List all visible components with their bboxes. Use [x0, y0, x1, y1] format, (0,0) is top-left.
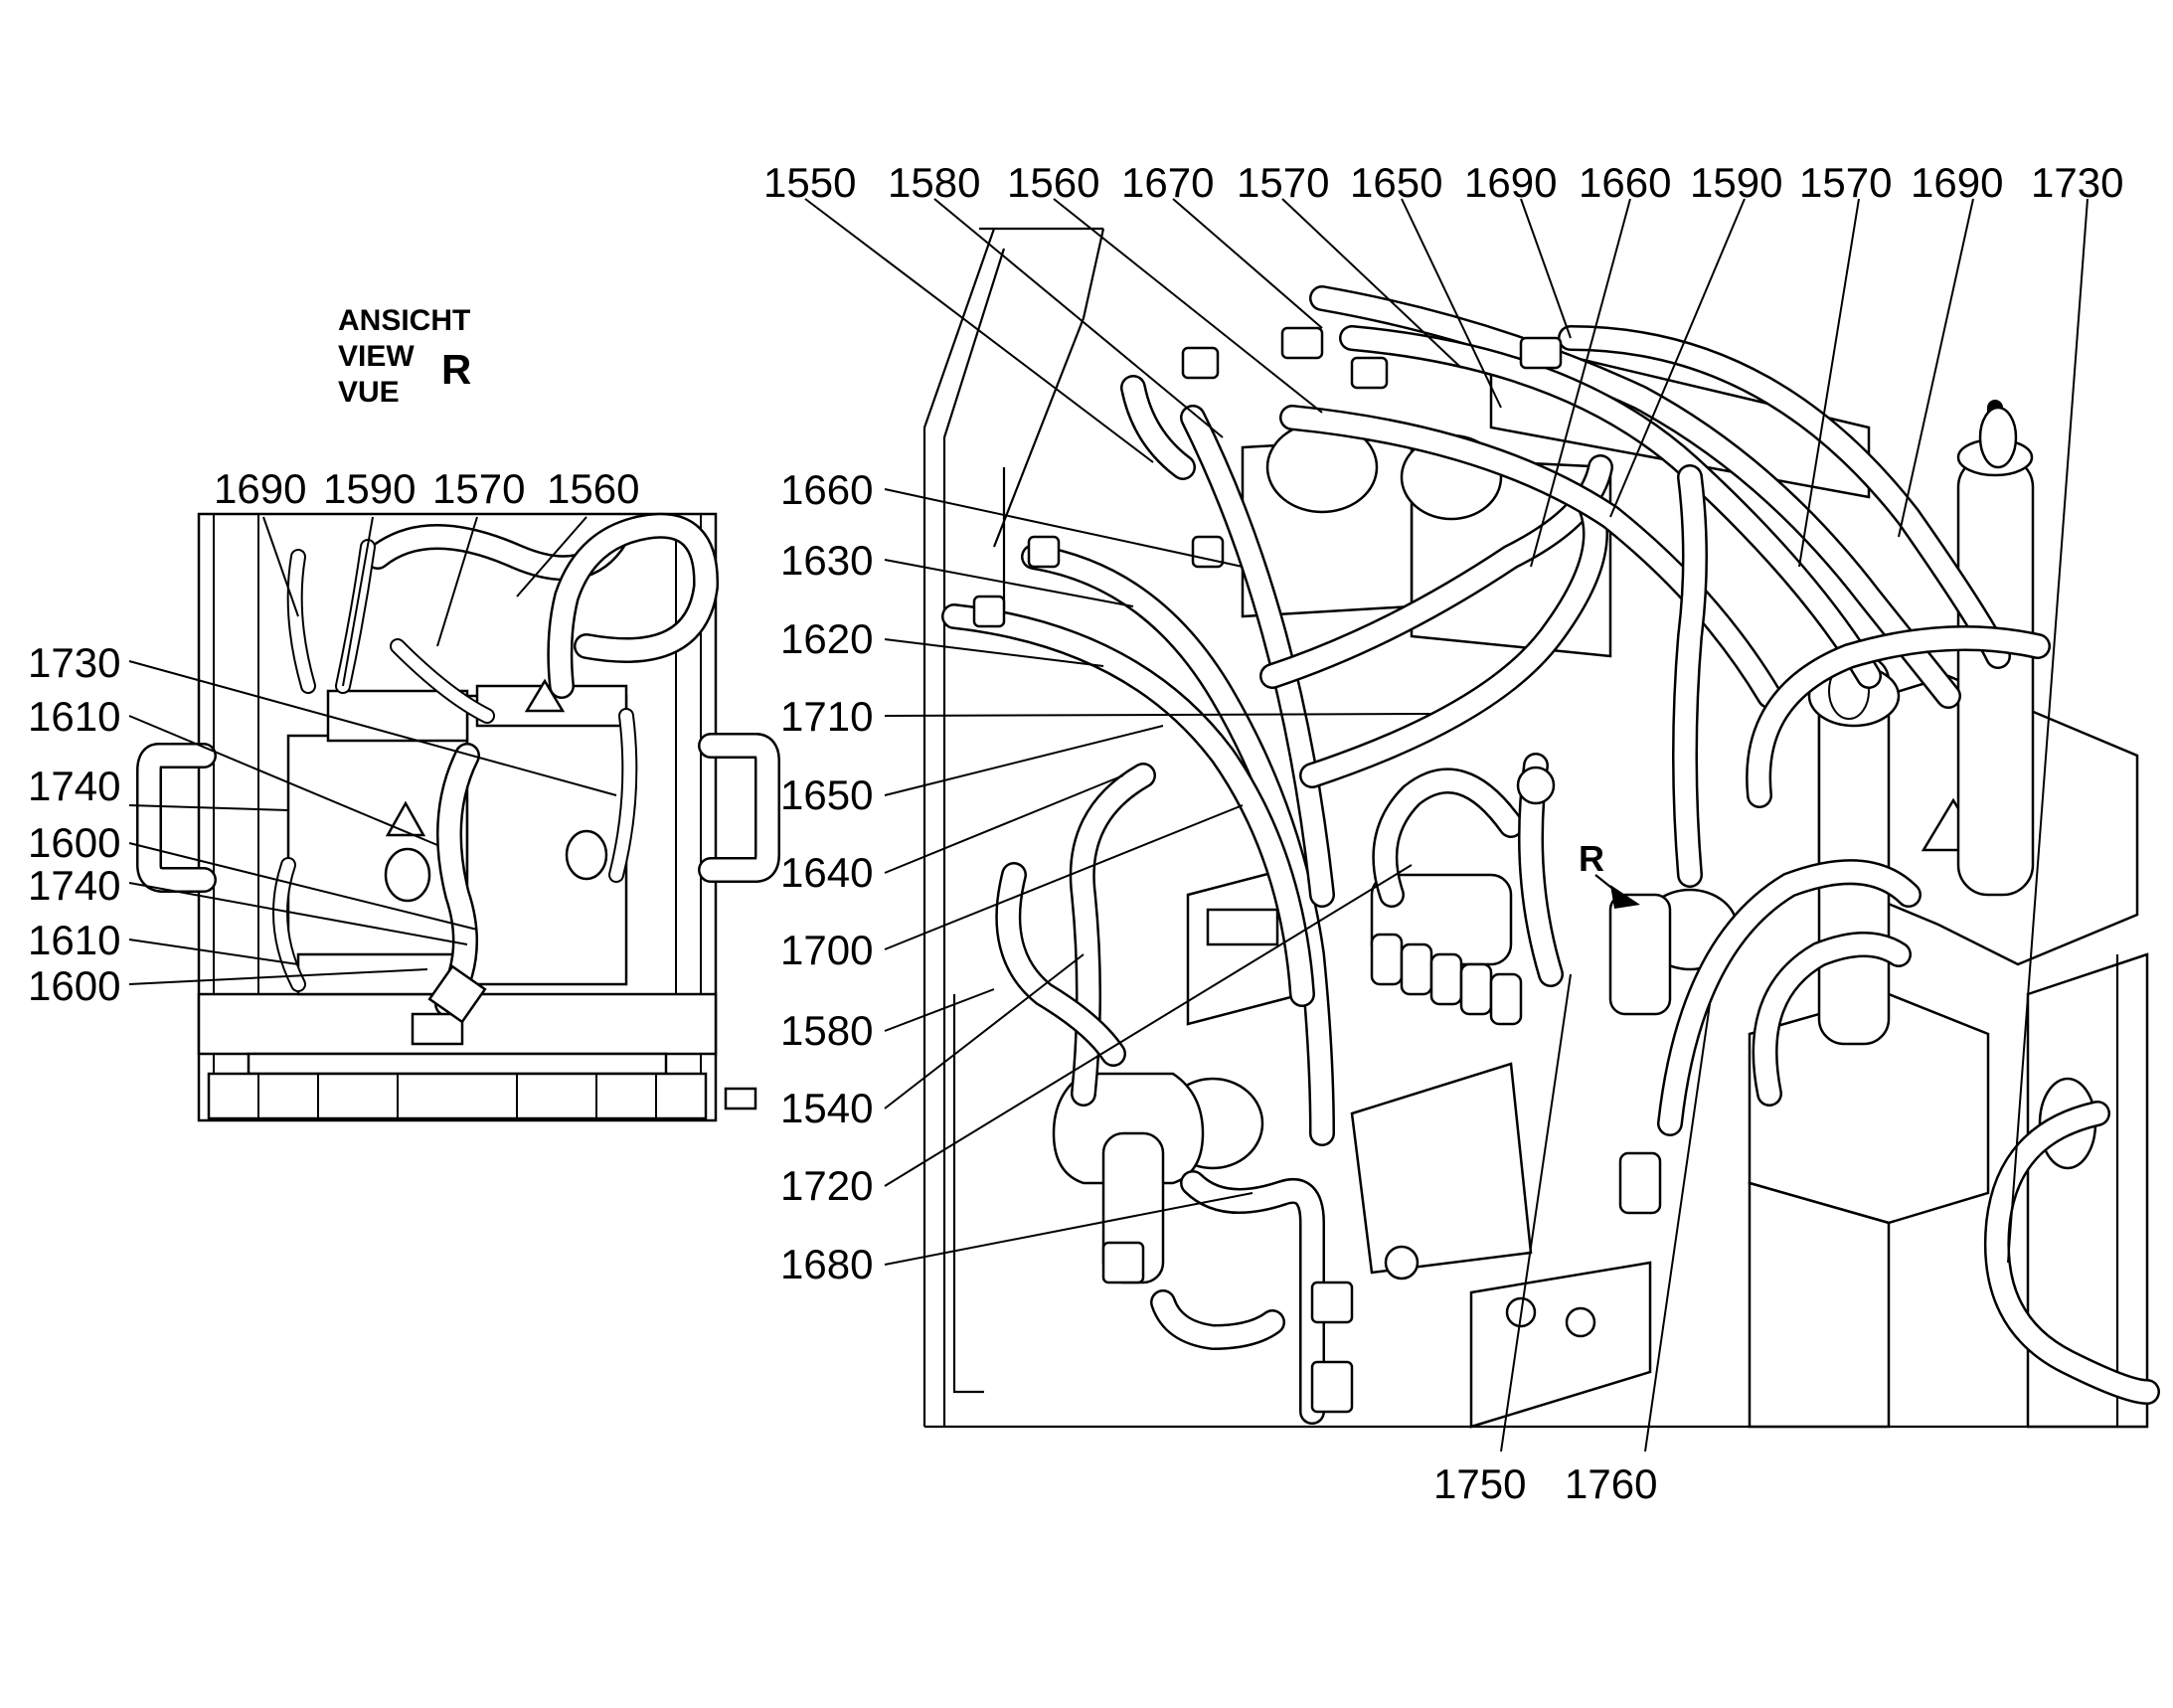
right-callout-side-5: 1650: [780, 771, 873, 818]
left-callout-side-4: 1600: [28, 819, 120, 866]
view-caption: ANSICHT VIEW VUE R: [338, 304, 471, 409]
left-callout-side-7: 1600: [28, 962, 120, 1009]
right-callout-top-1: 1550: [763, 159, 856, 206]
left-callout-side-6: 1610: [28, 917, 120, 963]
left-leader-lines: [128, 516, 617, 985]
view-caption-line-3: VUE: [338, 376, 400, 409]
right-view-drawing: [922, 227, 2160, 1429]
right-callout-top-5: 1570: [1237, 159, 1329, 206]
view-r-marker-letter: R: [1579, 838, 1604, 879]
left-callout-side-5: 1740: [28, 862, 120, 909]
view-caption-line-1: ANSICHT: [338, 304, 470, 337]
right-callout-side-1: 1660: [780, 466, 873, 513]
right-callout-side-2: 1630: [780, 537, 873, 584]
left-view-drawing: [136, 512, 780, 1122]
left-callout-top-4: 1560: [547, 465, 639, 512]
right-callout-top-10: 1570: [1799, 159, 1892, 206]
left-callout-side-1: 1730: [28, 639, 120, 686]
right-callout-side-6: 1640: [780, 849, 873, 896]
view-caption-letter: R: [441, 346, 471, 393]
right-callout-side-9: 1540: [780, 1085, 873, 1131]
left-callout-side-3: 1740: [28, 763, 120, 809]
right-callout-bottom-2: 1760: [1565, 1460, 1657, 1507]
right-callout-side-11: 1680: [780, 1241, 873, 1287]
right-callout-top-6: 1650: [1350, 159, 1442, 206]
right-callout-top-8: 1660: [1579, 159, 1671, 206]
right-top-labels: 1550 1580 1560 1670 1570 1650 1690 1660 …: [763, 159, 2123, 206]
left-callout-top-3: 1570: [432, 465, 525, 512]
view-caption-line-2: VIEW: [338, 340, 415, 373]
right-callout-top-12: 1730: [2031, 159, 2123, 206]
right-callout-top-9: 1590: [1690, 159, 1782, 206]
right-callout-top-11: 1690: [1911, 159, 2003, 206]
left-callout-side-2: 1610: [28, 693, 120, 740]
right-callout-top-7: 1690: [1464, 159, 1557, 206]
right-callout-side-8: 1580: [780, 1007, 873, 1054]
right-callout-side-7: 1700: [780, 927, 873, 973]
left-callout-top-1: 1690: [214, 465, 306, 512]
left-callout-top-2: 1590: [323, 465, 416, 512]
left-top-labels: 1690 1590 1570 1560: [214, 465, 639, 512]
right-callout-top-3: 1560: [1007, 159, 1099, 206]
right-callout-side-3: 1620: [780, 615, 873, 662]
left-side-labels: 1730 1610 1740 1600 1740 1610 1600: [28, 639, 120, 1009]
right-callout-top-2: 1580: [888, 159, 980, 206]
right-side-labels: 1660 1630 1620 1710 1650 1640 1700 1580 …: [780, 466, 873, 1287]
right-callout-top-4: 1670: [1121, 159, 1214, 206]
right-leader-lines: [804, 198, 2089, 1452]
right-callout-side-4: 1710: [780, 693, 873, 740]
right-bottom-labels: 1750 1760: [1433, 1460, 1657, 1507]
right-callout-side-10: 1720: [780, 1162, 873, 1209]
right-callout-bottom-1: 1750: [1433, 1460, 1526, 1507]
